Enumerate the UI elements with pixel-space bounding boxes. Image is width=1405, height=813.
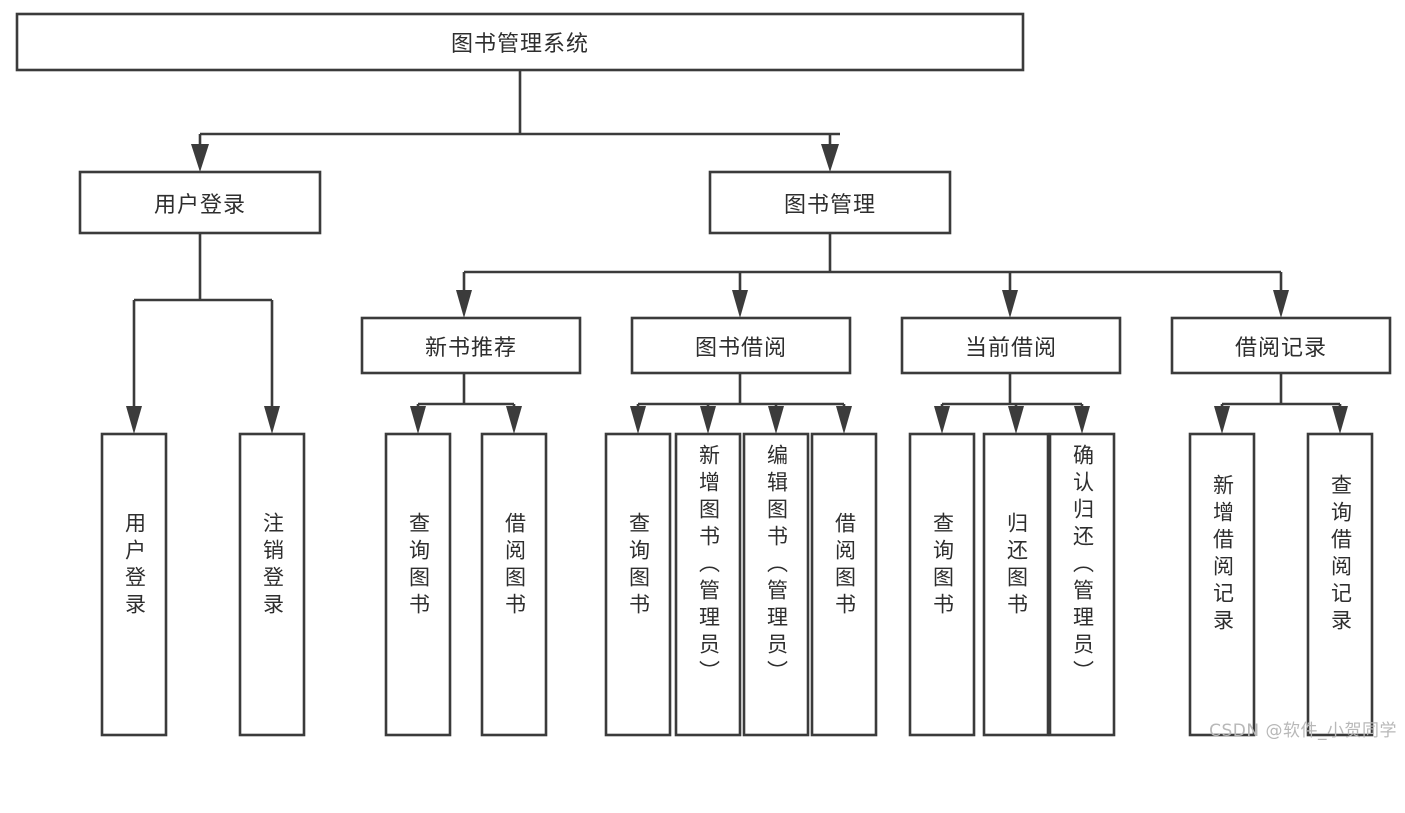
arrowhead-to-book-manage	[821, 144, 839, 172]
arrowhead-leaf-borrow-book	[836, 406, 852, 434]
arrowhead-leaf-query-book-cur	[934, 406, 950, 434]
arrowhead-current-borrow	[1002, 290, 1018, 318]
node-user-login[interactable]	[78, 170, 322, 235]
arrowhead-new-book-rec	[456, 290, 472, 318]
node-leaf-query-book-cur[interactable]	[908, 432, 976, 737]
node-leaf-add-record[interactable]	[1188, 432, 1256, 737]
node-leaf-edit-book[interactable]	[742, 432, 810, 737]
node-leaf-user-login[interactable]	[100, 432, 168, 737]
arrowhead-leaf-borrow-book-rec	[506, 406, 522, 434]
arrowhead-leaf-query-book-rec	[410, 406, 426, 434]
node-leaf-query-record[interactable]	[1306, 432, 1374, 737]
node-book-borrow[interactable]	[630, 316, 852, 375]
arrowhead-leaf-add-book	[700, 406, 716, 434]
arrowhead-leaf-user-login	[126, 406, 142, 434]
node-leaf-return-book[interactable]	[982, 432, 1050, 737]
connectors-layer	[126, 70, 1348, 434]
arrowhead-to-user-login	[191, 144, 209, 172]
node-current-borrow[interactable]	[900, 316, 1122, 375]
arrowhead-leaf-query-record	[1332, 406, 1348, 434]
arrowhead-leaf-query-book	[630, 406, 646, 434]
node-leaf-borrow-book-rec[interactable]	[480, 432, 548, 737]
arrowhead-leaf-return-book	[1008, 406, 1024, 434]
node-root[interactable]	[15, 12, 1025, 72]
flowchart-svg	[15, 12, 1392, 737]
node-leaf-query-book[interactable]	[604, 432, 672, 737]
arrowhead-leaf-confirm-return	[1074, 406, 1090, 434]
arrowhead-leaf-add-record	[1214, 406, 1230, 434]
node-leaf-query-book-rec[interactable]	[384, 432, 452, 737]
node-book-manage[interactable]	[708, 170, 952, 235]
arrowhead-leaf-edit-book	[768, 406, 784, 434]
arrowhead-book-borrow	[732, 290, 748, 318]
arrowhead-leaf-logout	[264, 406, 280, 434]
node-new-book-rec[interactable]	[360, 316, 582, 375]
flowchart-diagram: 图书管理系统 用户登录 图书管理 新书推荐 图书借阅 当前借阅 借阅记录 用户登…	[15, 12, 1397, 741]
node-leaf-borrow-book[interactable]	[810, 432, 878, 737]
node-leaf-confirm-return[interactable]	[1048, 432, 1116, 737]
arrowhead-borrow-record	[1273, 290, 1289, 318]
node-borrow-record[interactable]	[1170, 316, 1392, 375]
csdn-watermark: CSDN @软件_小贺同学	[1209, 721, 1397, 741]
nodes-layer	[15, 12, 1392, 737]
node-leaf-add-book[interactable]	[674, 432, 742, 737]
node-leaf-logout[interactable]	[238, 432, 306, 737]
